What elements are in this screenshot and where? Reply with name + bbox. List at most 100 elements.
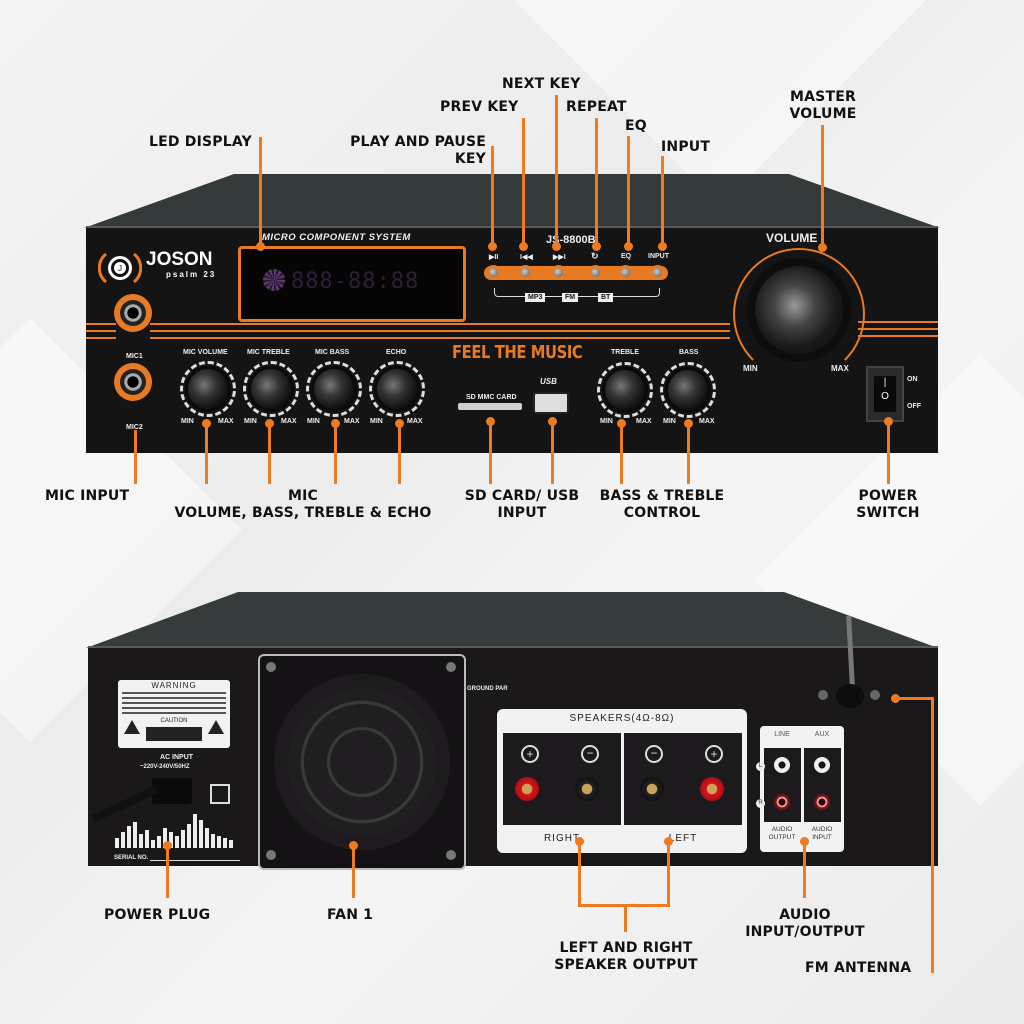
eq-button[interactable] <box>618 265 633 280</box>
master-volume-knob[interactable] <box>755 266 843 354</box>
system-label: MICRO COMPONENT SYSTEM <box>262 232 411 243</box>
eq-bar <box>205 828 209 848</box>
screw-icon <box>266 850 276 860</box>
callout-line <box>205 424 208 484</box>
warning-label: WARNING CAUTION <box>118 680 230 748</box>
label-input: INPUT <box>661 139 711 155</box>
label-bass-treble: BASS & TREBLE CONTROL <box>594 488 730 522</box>
max-label: MAX <box>281 418 297 425</box>
bass-knob[interactable] <box>668 370 708 410</box>
screw-icon <box>446 662 456 672</box>
eq-bar <box>199 820 203 848</box>
audio-input-label: AUDIO INPUT <box>802 826 842 842</box>
eq-bar <box>181 830 185 848</box>
callout-dot <box>265 419 274 428</box>
input-button[interactable] <box>650 265 665 280</box>
eq-bar <box>151 840 155 848</box>
label-line: AUDIO <box>779 907 831 923</box>
label-line: SD CARD/ USB <box>464 488 580 504</box>
screw-icon <box>266 662 276 672</box>
repeat-button[interactable] <box>588 265 603 280</box>
eq-bar <box>163 828 167 848</box>
fm-antenna-connector[interactable] <box>836 684 864 708</box>
power-switch[interactable]: |O <box>866 366 904 422</box>
left-label: LEFT <box>668 833 698 844</box>
left-negative-terminal[interactable] <box>640 777 664 801</box>
device-top-cover <box>84 174 940 228</box>
audio-io-panel: LINE AUX AUDIO OUTPUT AUDIO INPUT <box>760 726 844 852</box>
decor-stripe <box>150 337 730 339</box>
callout-line <box>624 904 627 932</box>
decor-stripe <box>150 330 730 332</box>
volume-min-label: MIN <box>743 364 758 373</box>
mic-treble-label: MIC TREBLE <box>247 349 290 356</box>
callout-line <box>667 842 670 906</box>
eq-bar <box>175 836 179 848</box>
label-line: VOLUME, BASS, TREBLE & ECHO <box>174 505 432 521</box>
max-label: MAX <box>344 418 360 425</box>
ac-input-label: AC INPUT <box>160 754 194 761</box>
callout-dot <box>800 837 809 846</box>
label-eq: EQ <box>625 118 647 134</box>
callout-dot <box>163 841 172 850</box>
callout-dot <box>575 837 584 846</box>
play-pause-button[interactable] <box>486 265 501 280</box>
input-l-jack[interactable] <box>814 757 830 773</box>
input-r-jack[interactable] <box>814 794 830 810</box>
treble-knob[interactable] <box>605 370 645 410</box>
label-line: MIC <box>287 488 318 504</box>
label-line: INPUT <box>812 834 832 841</box>
usb-port[interactable] <box>533 392 569 414</box>
decor-stripe <box>150 323 730 325</box>
callout-dot <box>617 419 626 428</box>
prev-button[interactable] <box>518 265 533 280</box>
mic2-jack[interactable] <box>114 363 152 401</box>
label-line: SPEAKER OUTPUT <box>554 957 698 973</box>
switch-on-label: ON <box>907 376 918 383</box>
power-plug[interactable] <box>152 778 192 804</box>
right-label: RIGHT <box>543 833 581 844</box>
callout-dot <box>552 242 561 251</box>
next-button[interactable] <box>551 265 566 280</box>
screw-icon <box>870 690 880 700</box>
output-r-jack[interactable] <box>774 794 790 810</box>
led-display: 888-88:88 <box>238 246 466 322</box>
volume-label: VOLUME <box>766 231 818 245</box>
right-negative-terminal[interactable] <box>575 777 599 801</box>
callout-line <box>661 156 664 245</box>
rca-l-badge: L <box>756 762 765 771</box>
callout-line <box>887 422 890 484</box>
label-line: INPUT/OUTPUT <box>745 924 865 940</box>
label-mic-input: MIC INPUT <box>45 488 130 504</box>
warning-triangle-icon <box>124 720 140 734</box>
knob-scale <box>369 361 425 417</box>
sd-card-label: SD MMC CARD <box>466 394 517 401</box>
ground-label: GROUND PAR <box>467 686 508 692</box>
line-label: LINE <box>774 731 790 738</box>
decor-stripe <box>858 335 938 337</box>
min-label: MIN <box>370 418 383 425</box>
right-positive-terminal[interactable] <box>515 777 539 801</box>
label-line: AUDIO <box>811 826 833 833</box>
max-label: MAX <box>636 418 652 425</box>
callout-dot <box>884 417 893 426</box>
sd-card-slot[interactable] <box>458 403 522 410</box>
label-fm-antenna: FM ANTENNA <box>805 960 912 976</box>
mic-volume-knob[interactable] <box>188 369 228 409</box>
btn-label-eq: EQ <box>621 253 632 260</box>
knob-scale <box>660 362 716 418</box>
mic-bass-knob[interactable] <box>314 369 354 409</box>
min-label: MIN <box>600 418 613 425</box>
eq-bar <box>127 826 131 848</box>
echo-knob[interactable] <box>377 369 417 409</box>
output-l-jack[interactable] <box>774 757 790 773</box>
eq-bar <box>211 834 215 848</box>
label-line: CONTROL <box>623 505 701 521</box>
callout-dot <box>488 242 497 251</box>
left-positive-terminal[interactable] <box>700 777 724 801</box>
mic-treble-knob[interactable] <box>251 369 291 409</box>
label-line: INPUT <box>497 505 547 521</box>
mic1-jack[interactable] <box>114 294 152 332</box>
serial-line <box>150 860 240 861</box>
max-label: MAX <box>407 418 423 425</box>
